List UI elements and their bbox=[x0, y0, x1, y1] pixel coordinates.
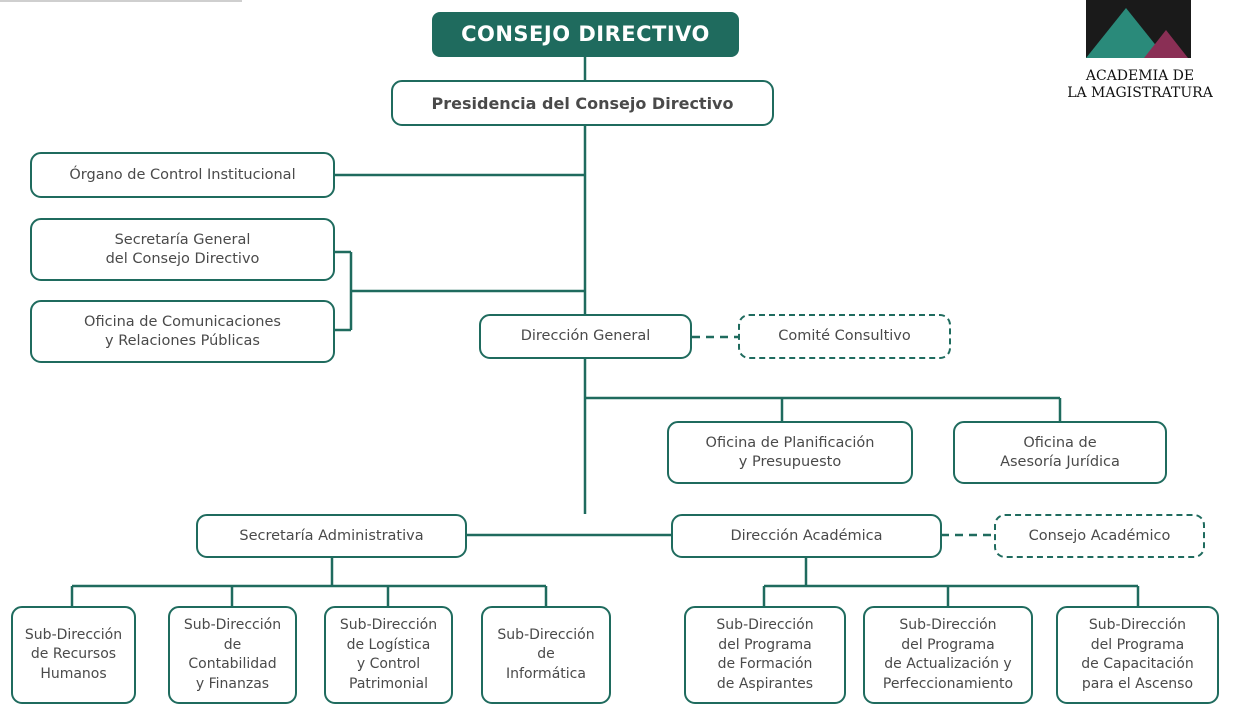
consejo-directivo-node[interactable]: CONSEJO DIRECTIVO bbox=[432, 12, 739, 57]
sub-logistica-node[interactable]: Sub-Dirección de Logística y Control Pat… bbox=[324, 606, 453, 704]
consejo-academico-node[interactable]: Consejo Académico bbox=[994, 514, 1205, 558]
sub-formacion-node[interactable]: Sub-Dirección del Programa de Formación … bbox=[684, 606, 846, 704]
presidencia-node[interactable]: Presidencia del Consejo Directivo bbox=[391, 80, 774, 126]
sub-capacitacion-node[interactable]: Sub-Dirección del Programa de Capacitaci… bbox=[1056, 606, 1219, 704]
logo-teal-triangle bbox=[1086, 8, 1166, 58]
academia-logo bbox=[1086, 0, 1191, 58]
sub-recursos-humanos-node[interactable]: Sub-Dirección de Recursos Humanos bbox=[11, 606, 136, 704]
direccion-general-node[interactable]: Dirección General bbox=[479, 314, 692, 359]
direccion-academica-node[interactable]: Dirección Académica bbox=[671, 514, 942, 558]
logo-maroon-triangle bbox=[1144, 30, 1188, 58]
sub-informatica-node[interactable]: Sub-Dirección de Informática bbox=[481, 606, 611, 704]
secretaria-general-node[interactable]: Secretaría General del Consejo Directivo bbox=[30, 218, 335, 281]
oficina-asesoria-node[interactable]: Oficina de Asesoría Jurídica bbox=[953, 421, 1167, 484]
secretaria-administrativa-node[interactable]: Secretaría Administrativa bbox=[196, 514, 467, 558]
oficina-planificacion-node[interactable]: Oficina de Planificación y Presupuesto bbox=[667, 421, 913, 484]
oficina-comunicaciones-node[interactable]: Oficina de Comunicaciones y Relaciones P… bbox=[30, 300, 335, 363]
academia-logo-text: ACADEMIA DE LA MAGISTRATURA bbox=[1067, 68, 1213, 101]
corner-divider bbox=[0, 0, 242, 2]
comite-consultivo-node[interactable]: Comité Consultivo bbox=[738, 314, 951, 359]
sub-actualizacion-node[interactable]: Sub-Dirección del Programa de Actualizac… bbox=[863, 606, 1033, 704]
sub-contabilidad-node[interactable]: Sub-Dirección de Contabilidad y Finanzas bbox=[168, 606, 297, 704]
control-institucional-node[interactable]: Órgano de Control Institucional bbox=[30, 152, 335, 198]
